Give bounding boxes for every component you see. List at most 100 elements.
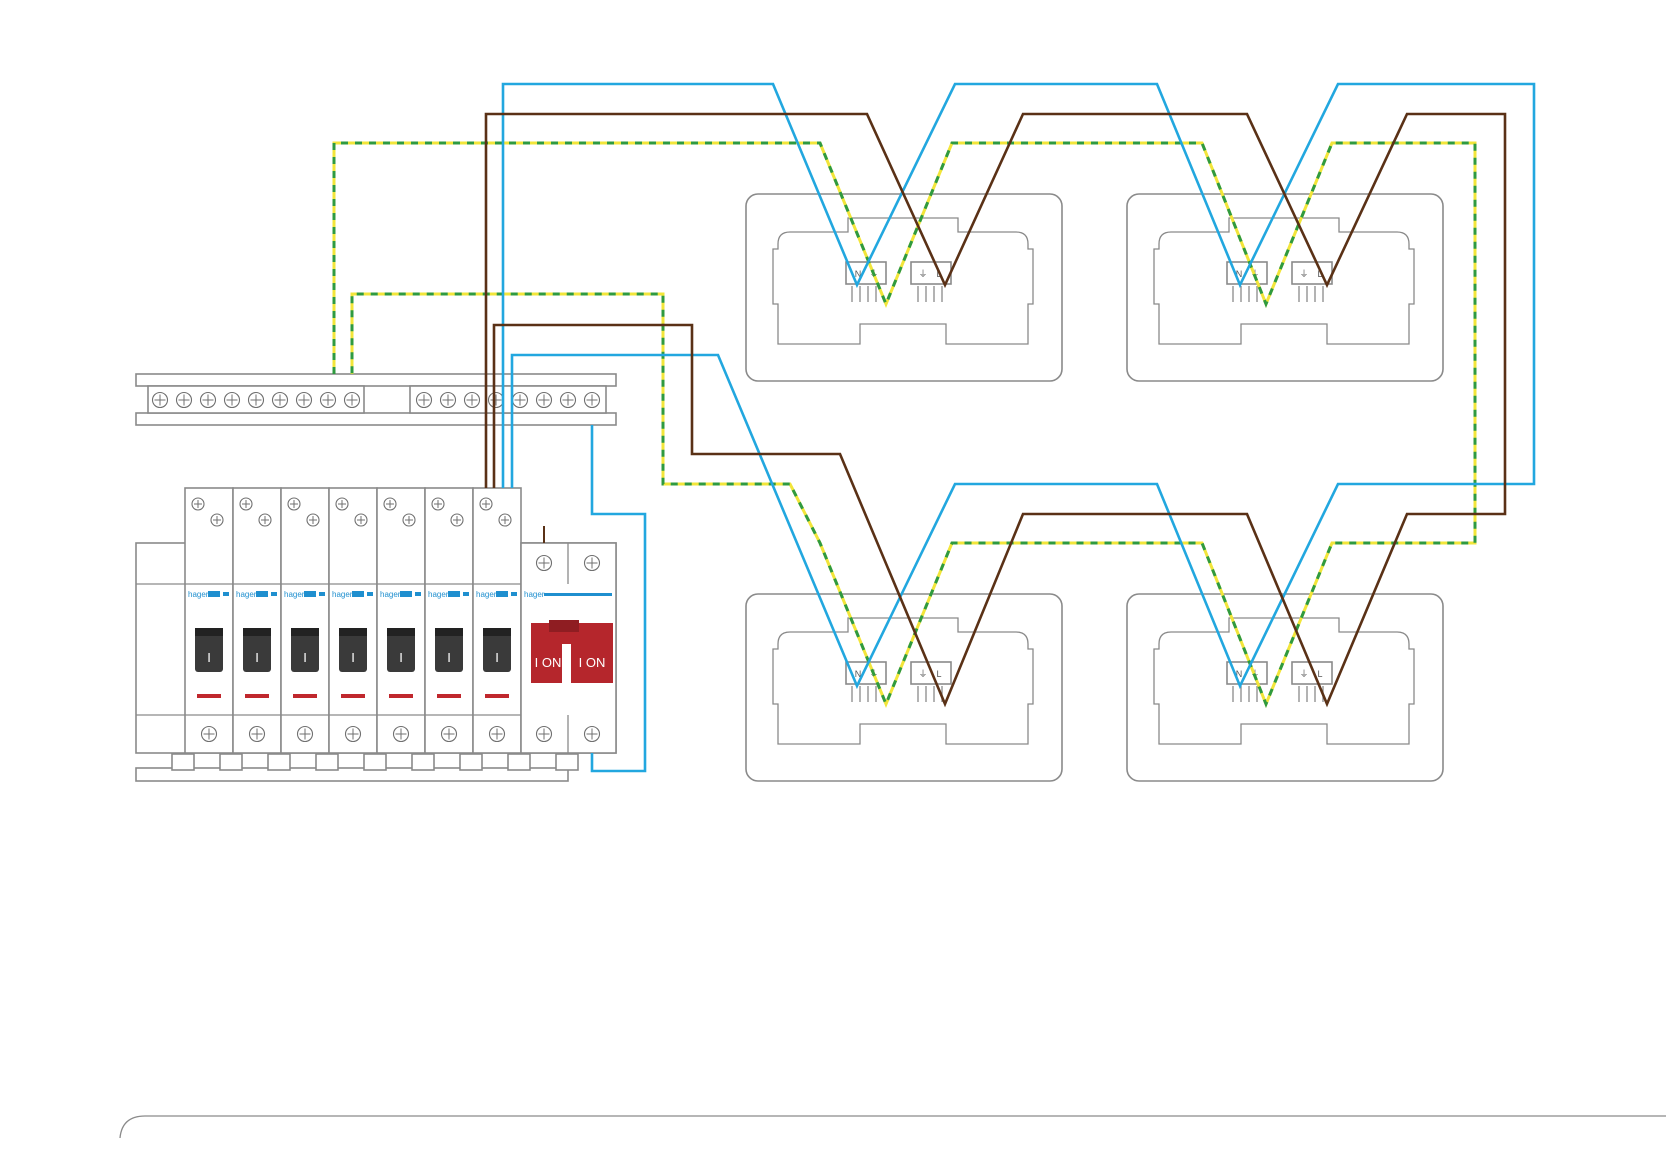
distribution-board: hagerIhagerIhagerIhagerIhagerIhagerIhage… xyxy=(135,373,617,782)
breaker-top-screw-icon xyxy=(383,497,397,511)
socket-label-n: N xyxy=(855,269,862,279)
bar-screw-icon xyxy=(439,391,457,409)
breaker-handle-mark: I xyxy=(303,650,307,665)
rcd-handle-top xyxy=(549,620,579,632)
breaker-body xyxy=(232,487,282,754)
bar-screw-icon xyxy=(295,391,313,409)
socket-earth-icon: ⏚ xyxy=(1299,669,1308,679)
page-frame-curve xyxy=(119,1115,1666,1139)
socket-faceplate xyxy=(1126,593,1444,782)
rail-tab xyxy=(219,753,243,771)
rcd-label-left: I ON xyxy=(535,655,562,670)
rcd-bottom-screw-icon xyxy=(535,725,553,743)
socket-label-l: L xyxy=(936,669,941,679)
live-wire xyxy=(484,112,1507,708)
breaker-handle-mark: I xyxy=(495,650,499,665)
breaker-trip-bar xyxy=(341,694,365,698)
bar-screw-icon xyxy=(535,391,553,409)
breaker-bottom-screw-icon xyxy=(248,725,266,743)
breaker-brand-label: hager xyxy=(236,590,257,599)
rail-tab xyxy=(411,753,435,771)
rail-tab xyxy=(507,753,531,771)
socket-earth-icon: ⏚ xyxy=(1299,269,1308,279)
socket-2: N⏚⏚L xyxy=(1126,193,1444,382)
breaker-handle-top xyxy=(483,628,511,636)
breaker-top-screw-icon xyxy=(335,497,349,511)
socket-faceplate xyxy=(745,193,1063,382)
breaker-handle-top xyxy=(291,628,319,636)
breaker-top-screw-icon xyxy=(498,513,512,527)
breaker-brand-label: hager xyxy=(476,590,497,599)
breaker-top-screw-icon xyxy=(402,513,416,527)
bar-screw-icon xyxy=(487,391,505,409)
breaker-badge xyxy=(352,591,364,597)
bar-screw-icon xyxy=(223,391,241,409)
bar-screw-icon xyxy=(319,391,337,409)
din-rail xyxy=(135,767,569,782)
breaker-handle-top xyxy=(243,628,271,636)
bar-screw-icon xyxy=(199,391,217,409)
rail-tab xyxy=(363,753,387,771)
breaker-top-screw-icon xyxy=(191,497,205,511)
socket-label-l: L xyxy=(1317,269,1322,279)
rail-tab xyxy=(315,753,339,771)
rail-tab xyxy=(555,753,579,771)
socket-outline xyxy=(1153,217,1415,345)
rcd-brand-label: hager xyxy=(524,590,545,599)
breaker-badge-dot xyxy=(415,592,421,596)
breaker-top-screw-icon xyxy=(479,497,493,511)
terminal-bar-right-block xyxy=(409,385,607,414)
breaker-brand-label: hager xyxy=(284,590,305,599)
breaker-handle xyxy=(483,628,511,672)
bar-screw-icon xyxy=(175,391,193,409)
rcd-bottom-screw-icon xyxy=(583,725,601,743)
breaker-handle xyxy=(339,628,367,672)
breaker-body xyxy=(328,487,378,754)
rcd-handle-block xyxy=(531,623,613,683)
breaker-top-screw-icon xyxy=(306,513,320,527)
breaker-handle-mark: I xyxy=(351,650,355,665)
breaker-brand-label: hager xyxy=(428,590,449,599)
breaker-trip-bar xyxy=(293,694,317,698)
socket-3: N⏚⏚L xyxy=(745,593,1063,782)
bar-screw-icon xyxy=(463,391,481,409)
breaker-badge-dot xyxy=(223,592,229,596)
bar-screw-icon xyxy=(271,391,289,409)
socket-terminal-live xyxy=(1291,661,1333,685)
breaker-bottom-screw-icon xyxy=(392,725,410,743)
bar-screw-icon xyxy=(511,391,529,409)
socket-terminal-live xyxy=(910,261,952,285)
breaker-handle-top xyxy=(339,628,367,636)
breaker-brand-label: hager xyxy=(332,590,353,599)
breaker-body xyxy=(280,487,330,754)
rcd-top-screw-icon xyxy=(535,554,553,572)
breaker-bottom-screw-icon xyxy=(200,725,218,743)
rcd-gap xyxy=(562,644,571,683)
socket-label-n: N xyxy=(1236,269,1243,279)
terminal-bar-bottom-rail xyxy=(135,412,617,426)
breaker-badge-dot xyxy=(271,592,277,596)
breaker-bottom-screw-icon xyxy=(296,725,314,743)
rail-tab xyxy=(459,753,483,771)
breaker-handle xyxy=(387,628,415,672)
breaker-bottom-screw-icon xyxy=(488,725,506,743)
breaker-badge xyxy=(448,591,460,597)
breaker-badge xyxy=(208,591,220,597)
din-rail-tabs xyxy=(171,753,579,771)
rail-tab xyxy=(267,753,291,771)
breaker-brand-label: hager xyxy=(188,590,209,599)
breaker-badge-dot xyxy=(367,592,373,596)
breaker-top-screw-icon xyxy=(354,513,368,527)
breaker-handle xyxy=(243,628,271,672)
breaker-handle xyxy=(435,628,463,672)
rail-tab xyxy=(171,753,195,771)
bar-screw-icon xyxy=(415,391,433,409)
breaker-badge-dot xyxy=(511,592,517,596)
breaker-body xyxy=(472,487,522,754)
bar-screw-icon xyxy=(151,391,169,409)
